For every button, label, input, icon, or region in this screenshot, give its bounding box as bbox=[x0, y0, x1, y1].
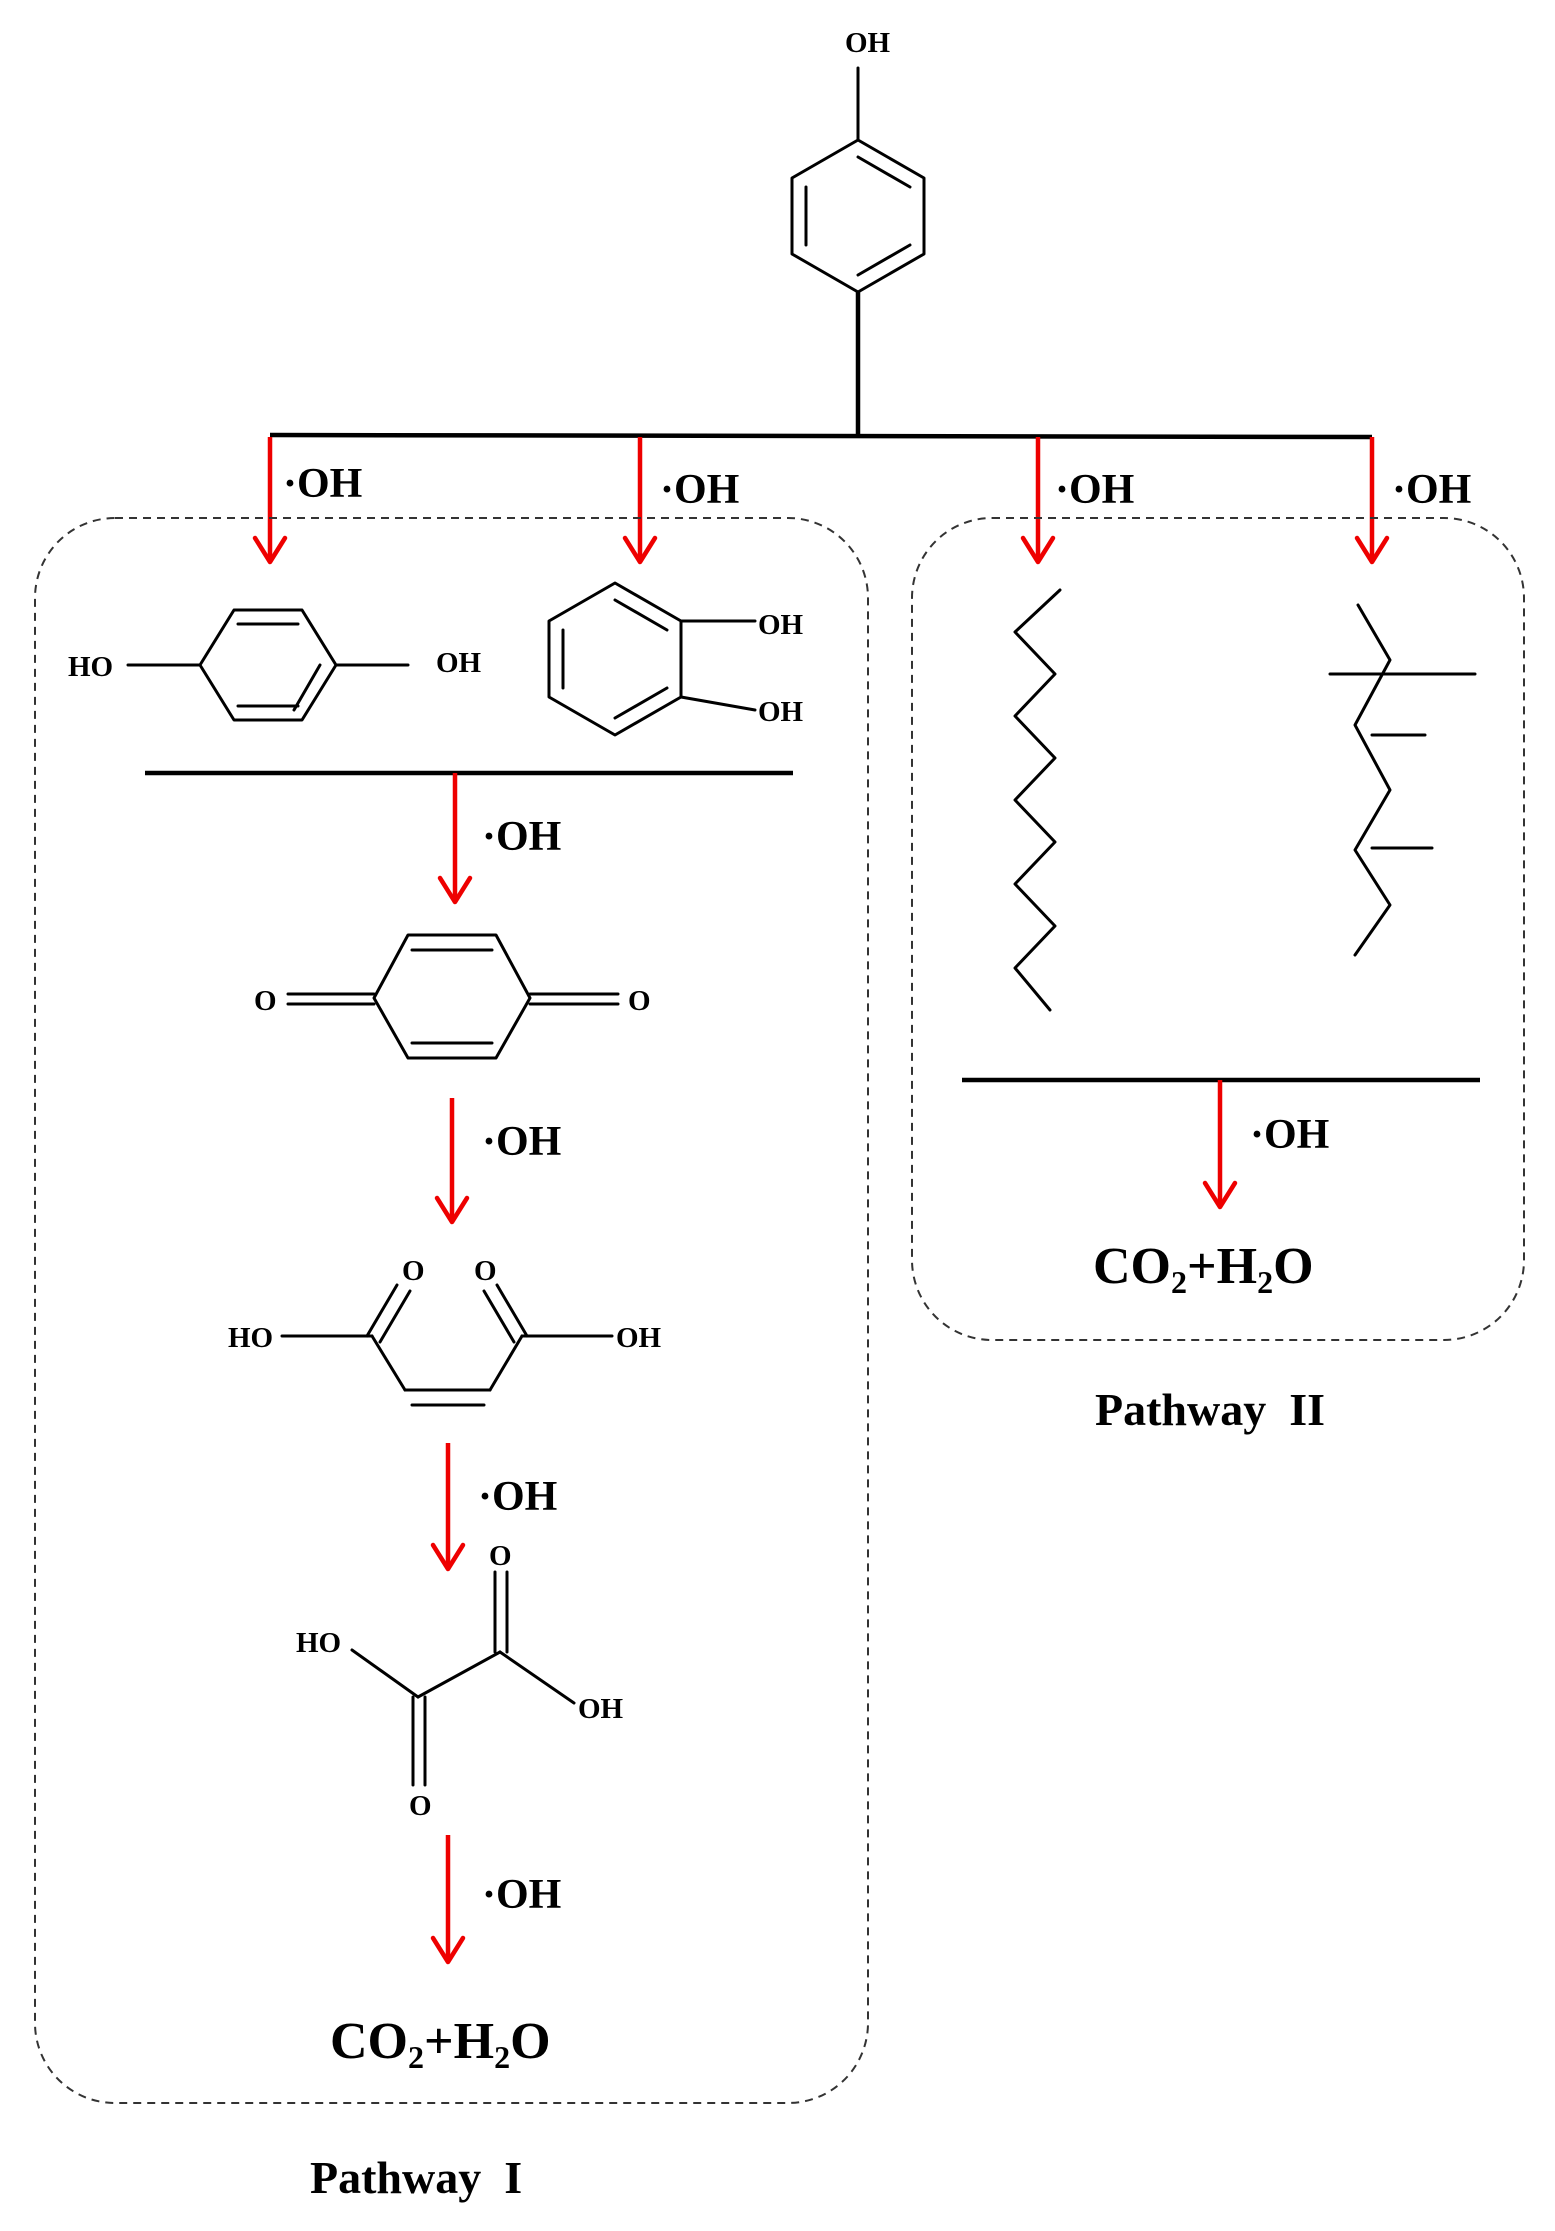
linear-alkane-chain bbox=[1013, 588, 1062, 1012]
reagent-label-p1-step-4: ·OH bbox=[482, 1872, 561, 1918]
oxalic-acid-molecule: HO OH O O bbox=[296, 1540, 624, 1822]
catechol-molecule: OH OH bbox=[547, 581, 804, 737]
oxalic-o-bottom-label: O bbox=[409, 1790, 432, 1822]
benzoquinone-o-right-label: O bbox=[628, 985, 651, 1017]
benzoquinone-o-left-label: O bbox=[254, 985, 277, 1017]
reagent-label-branch-1: ·OH bbox=[283, 461, 362, 507]
reagent-label-p1-step-1: ·OH bbox=[482, 814, 561, 860]
branch-tree bbox=[267, 292, 1375, 558]
reagent-label-p1-step-3: ·OH bbox=[478, 1474, 557, 1520]
benzoquinone-molecule: O O bbox=[254, 933, 651, 1060]
reagent-label-p1-step-2: ·OH bbox=[482, 1119, 561, 1165]
phenol-oh-label: OH bbox=[845, 27, 891, 59]
maleic-ho-label: HO bbox=[228, 1322, 273, 1354]
phenol-molecule: OH bbox=[790, 27, 926, 294]
branch-arrowheads bbox=[252, 535, 1390, 565]
branched-alkane-chain bbox=[1328, 603, 1477, 957]
oxalic-o-top-label: O bbox=[489, 1540, 512, 1572]
hydroquinone-oh-label: OH bbox=[436, 647, 482, 679]
catechol-oh-top-label: OH bbox=[758, 609, 804, 641]
pathway-2-product: CO2+H2O bbox=[1093, 1238, 1314, 1300]
pathway-1-box bbox=[34, 517, 869, 2104]
oxalic-oh-label: OH bbox=[578, 1693, 624, 1725]
pathway-2-label: Pathway II bbox=[1095, 1384, 1325, 1435]
hydroquinone-molecule: HO OH bbox=[68, 608, 482, 722]
maleic-o-right-label: O bbox=[474, 1255, 497, 1287]
maleic-acid-molecule: O O HO OH bbox=[228, 1255, 662, 1407]
maleic-oh-label: OH bbox=[616, 1322, 662, 1354]
reagent-label-branch-3: ·OH bbox=[1055, 467, 1134, 513]
pathway-2-box bbox=[911, 517, 1525, 1341]
hydroquinone-ho-label: HO bbox=[68, 651, 113, 683]
reagent-label-branch-4: ·OH bbox=[1392, 467, 1471, 513]
reagent-label-branch-2: ·OH bbox=[660, 467, 739, 513]
pathway-1-product: CO2+H2O bbox=[330, 2013, 551, 2075]
pathway-1-label: Pathway I bbox=[310, 2152, 522, 2203]
catechol-oh-bottom-label: OH bbox=[758, 696, 804, 728]
maleic-o-left-label: O bbox=[402, 1255, 425, 1287]
reagent-label-p2-step-1: ·OH bbox=[1250, 1112, 1329, 1158]
oxalic-ho-label: HO bbox=[296, 1627, 341, 1659]
